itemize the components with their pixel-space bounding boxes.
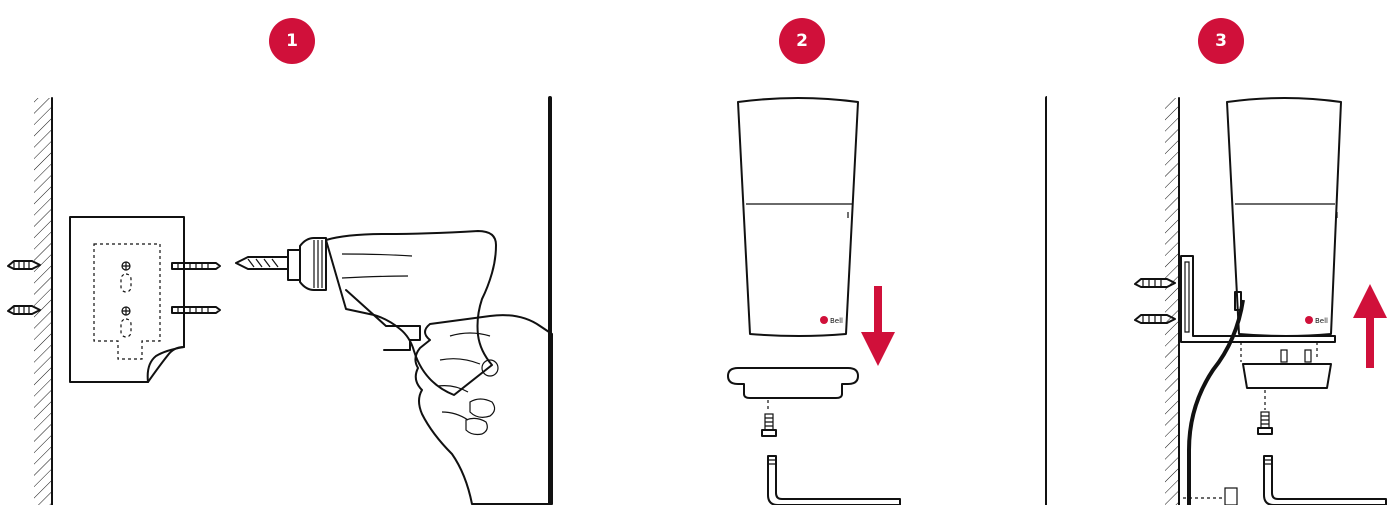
svg-text:Bell: Bell bbox=[1315, 317, 1328, 325]
screw-icon bbox=[1258, 412, 1272, 434]
wall-bracket-icon bbox=[1181, 256, 1335, 342]
base-plate-icon bbox=[728, 368, 858, 412]
arrow-down-icon bbox=[861, 286, 895, 366]
screw-icon bbox=[762, 414, 776, 436]
step-3-illustration: Bell bbox=[1047, 0, 1387, 505]
wall-hatch-icon bbox=[1165, 98, 1179, 505]
cable-icon bbox=[1189, 300, 1243, 505]
allen-key-icon bbox=[768, 456, 900, 505]
arrow-up-icon bbox=[1353, 284, 1387, 368]
hand-icon bbox=[415, 315, 552, 504]
step-1-panel: 1 bbox=[0, 0, 560, 505]
step-3-panel: 3 Bell bbox=[1047, 0, 1387, 505]
svg-text:Bell: Bell bbox=[830, 317, 843, 325]
step-1-illustration bbox=[0, 0, 560, 505]
step-2-illustration: Bell bbox=[560, 0, 1047, 505]
speaker-icon: Bell bbox=[738, 98, 858, 336]
screw-icon bbox=[172, 263, 220, 313]
drill-icon bbox=[236, 231, 496, 395]
mounting-template-icon bbox=[70, 217, 184, 382]
base-plate-icon bbox=[1243, 350, 1331, 410]
allen-key-icon bbox=[1264, 456, 1386, 505]
wall-hatch-icon bbox=[34, 98, 52, 505]
step-2-panel: 2 Bell bbox=[560, 0, 1047, 505]
